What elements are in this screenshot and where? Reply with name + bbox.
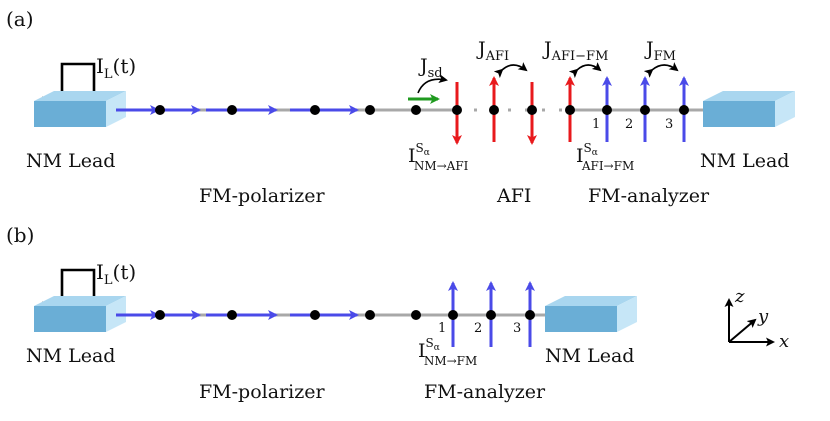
- jafifm-arc: [568, 62, 602, 79]
- site-3-a: 3: [665, 117, 673, 132]
- left-lead-block-b: [34, 296, 126, 332]
- analyzer-label-b: FM-analyzer: [424, 381, 546, 403]
- jsd-label: J: [418, 55, 428, 77]
- current1-supsub: α: [424, 148, 430, 158]
- svg-text:JAFI−FM: JAFI−FM: [542, 38, 608, 64]
- right-lead-block-a: [703, 91, 795, 127]
- svg-text:IL(t): IL(t): [96, 54, 136, 82]
- site-2-b: 2: [474, 321, 482, 336]
- y-axis-label: y: [757, 306, 769, 327]
- chain-nodes-b: [155, 310, 535, 320]
- current-b-sub: NM→FM: [424, 354, 477, 368]
- pulse-sub: L: [104, 67, 113, 82]
- polarizer-label-b: FM-polarizer: [199, 381, 325, 403]
- jafi-arc: [493, 62, 528, 79]
- analyzer-label-a: FM-analyzer: [588, 185, 710, 207]
- svg-text:JAFI: JAFI: [476, 38, 509, 64]
- panel-b: (b) IL(t) NM Lead NM Lead: [6, 223, 637, 403]
- jsd-sub: sd: [428, 66, 443, 81]
- chain-nodes-a: [155, 105, 689, 115]
- z-axis-label: z: [734, 286, 745, 307]
- current-b-label: I: [418, 340, 426, 362]
- current2-supsub: α: [592, 148, 598, 158]
- panel-a-label: (a): [6, 7, 34, 31]
- pulse-sub-b: L: [104, 273, 113, 288]
- current1-sub: NM→AFI: [414, 159, 469, 173]
- pulse-label: I: [96, 54, 104, 78]
- left-lead-label-b: NM Lead: [26, 345, 115, 367]
- pulse-arg-b: (t): [113, 260, 137, 284]
- svg-text:JFM: JFM: [644, 38, 676, 64]
- current-b-supsub: α: [434, 343, 440, 353]
- site-3-b: 3: [513, 321, 521, 336]
- jafifm-sub: AFI−FM: [551, 49, 609, 64]
- left-lead-block-a: [34, 91, 126, 127]
- svg-text:Jsd: Jsd: [418, 55, 443, 81]
- panel-a: (a) IL(t) NM Lead NM Lead: [6, 7, 795, 207]
- site-1-a: 1: [592, 117, 600, 132]
- polarizer-label-a: FM-polarizer: [199, 185, 325, 207]
- jsd-arc: [417, 74, 448, 94]
- current2-label: I: [576, 145, 584, 167]
- current-b-sup: S: [426, 336, 434, 350]
- jfm-sub: FM: [654, 49, 676, 64]
- site-2-a: 2: [625, 117, 633, 132]
- pulse-label-b: I: [96, 260, 104, 284]
- current2-sub: AFI→FM: [581, 159, 634, 173]
- x-axis-label: x: [779, 331, 789, 352]
- right-lead-block-b: [545, 296, 637, 332]
- svg-text:IL(t): IL(t): [96, 260, 136, 288]
- pulse-arg: (t): [113, 54, 137, 78]
- current1-sup: S: [416, 141, 424, 155]
- jfm-arc: [643, 62, 679, 78]
- right-lead-label-a: NM Lead: [700, 150, 789, 172]
- current1-label: I: [408, 145, 416, 167]
- jfm-label: J: [644, 38, 654, 60]
- panel-b-label: (b): [6, 223, 34, 247]
- right-lead-label-b: NM Lead: [545, 345, 634, 367]
- site-1-b: 1: [438, 321, 446, 336]
- jafifm-label: J: [542, 38, 552, 60]
- coordinate-axes: z y x: [724, 286, 789, 352]
- left-lead-label-a: NM Lead: [26, 150, 115, 172]
- jafi-label: J: [476, 38, 486, 60]
- afi-label: AFI: [496, 185, 531, 207]
- y-axis-arrow: [728, 318, 757, 343]
- jafi-sub: AFI: [485, 49, 510, 64]
- current2-sup: S: [584, 141, 592, 155]
